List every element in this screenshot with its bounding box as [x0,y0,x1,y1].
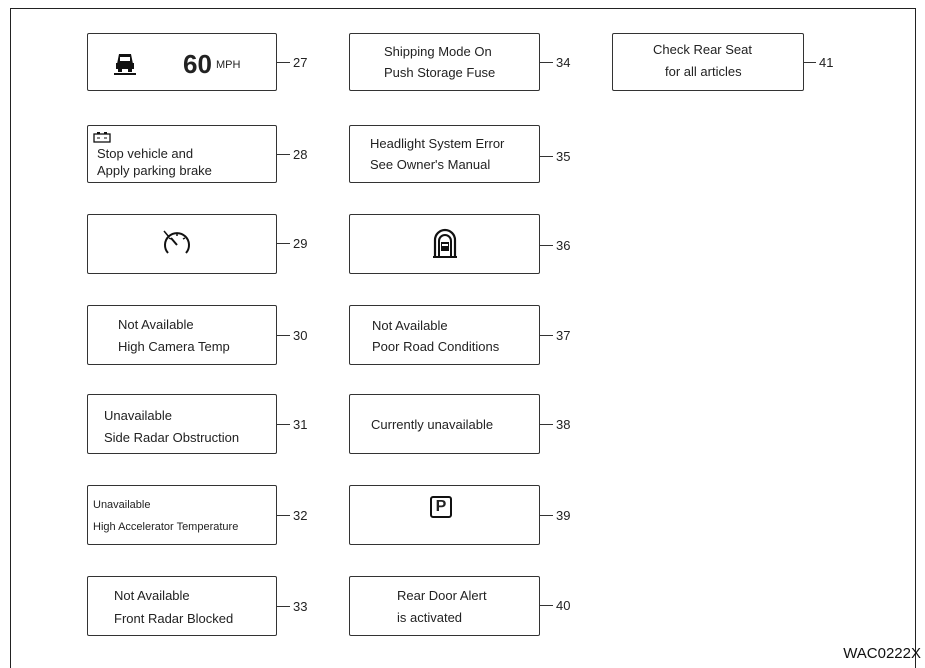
ref-40: 40 [556,598,571,613]
message-line-1: Unavailable [104,408,172,423]
display-rear-door-alert: Rear Door Alert is activated [349,576,540,636]
leader-line [540,156,553,157]
leader-line [277,62,290,63]
message-line-2: for all articles [665,64,742,79]
ref-29: 29 [293,236,308,251]
message-line-2: Apply parking brake [97,163,212,178]
message-line-1: Unavailable [93,499,151,511]
message-line-1: Rear Door Alert [397,588,487,603]
message-line-1: Check Rear Seat [653,42,752,57]
leader-line [277,154,290,155]
display-accelerator-temp: Unavailable High Accelerator Temperature [87,485,277,545]
ref-35: 35 [556,149,571,164]
message-line-2: High Accelerator Temperature [93,521,239,533]
display-rear-seat-icon [349,214,540,274]
message-line-2: High Camera Temp [118,339,230,354]
ref-36: 36 [556,238,571,253]
leader-line [540,62,553,63]
leader-line [540,245,553,246]
ref-28: 28 [293,147,308,162]
message-line-2: is activated [397,610,463,625]
display-currently-unavailable: Currently unavailable [349,394,540,454]
display-camera-temp: Not Available High Camera Temp [87,305,277,365]
display-road-conditions: Not Available Poor Road Conditions [349,305,540,365]
parking-icon: P [430,496,452,518]
display-speedometer [87,214,277,274]
leader-line [277,243,290,244]
speedometer-icon [163,230,190,254]
leader-line [540,515,553,516]
figure-frame [10,8,916,668]
rear-seat-icon [433,228,457,258]
battery-icon [93,132,111,143]
message-line-1: Not Available [118,317,194,332]
leader-line [540,424,553,425]
ref-27: 27 [293,55,308,70]
display-stop-vehicle: Stop vehicle and Apply parking brake [87,125,277,183]
leader-line [804,62,816,63]
ref-31: 31 [293,417,308,432]
message-line-1: Headlight System Error [370,136,505,151]
message-line-1: Not Available [114,588,190,603]
ref-41: 41 [819,55,834,70]
ref-38: 38 [556,417,571,432]
display-check-rear-seat: Check Rear Seat for all articles [612,33,804,91]
speed-value: 60 [183,49,212,79]
message-line-2: Side Radar Obstruction [104,430,240,445]
message-line-2: Poor Road Conditions [372,339,500,354]
display-parking: P [349,485,540,545]
ref-34: 34 [556,55,571,70]
figure-code: WAC0222X [843,645,921,662]
display-speed: 60 MPH [87,33,277,91]
ref-33: 33 [293,599,308,614]
ref-39: 39 [556,508,571,523]
message-line-1: Not Available [372,318,448,333]
ref-37: 37 [556,328,571,343]
message-line-2: See Owner's Manual [370,157,491,172]
leader-line [540,605,553,606]
message-line-1: Stop vehicle and [97,146,194,161]
message-line-2: Push Storage Fuse [384,65,496,80]
display-shipping-mode: Shipping Mode On Push Storage Fuse [349,33,540,91]
message-line-1: Shipping Mode On [384,44,492,59]
leader-line [277,424,290,425]
ref-30: 30 [293,328,308,343]
message-line-1: Currently unavailable [371,417,494,432]
display-front-radar: Not Available Front Radar Blocked [87,576,277,636]
leader-line [540,335,553,336]
leader-line [277,515,290,516]
ref-32: 32 [293,508,308,523]
display-headlight-error: Headlight System Error See Owner's Manua… [349,125,540,183]
leader-line [277,606,290,607]
display-side-radar: Unavailable Side Radar Obstruction [87,394,277,454]
speed-unit: MPH [216,59,241,71]
message-line-2: Front Radar Blocked [114,611,234,626]
leader-line [277,335,290,336]
vehicle-ahead-icon [114,54,136,75]
